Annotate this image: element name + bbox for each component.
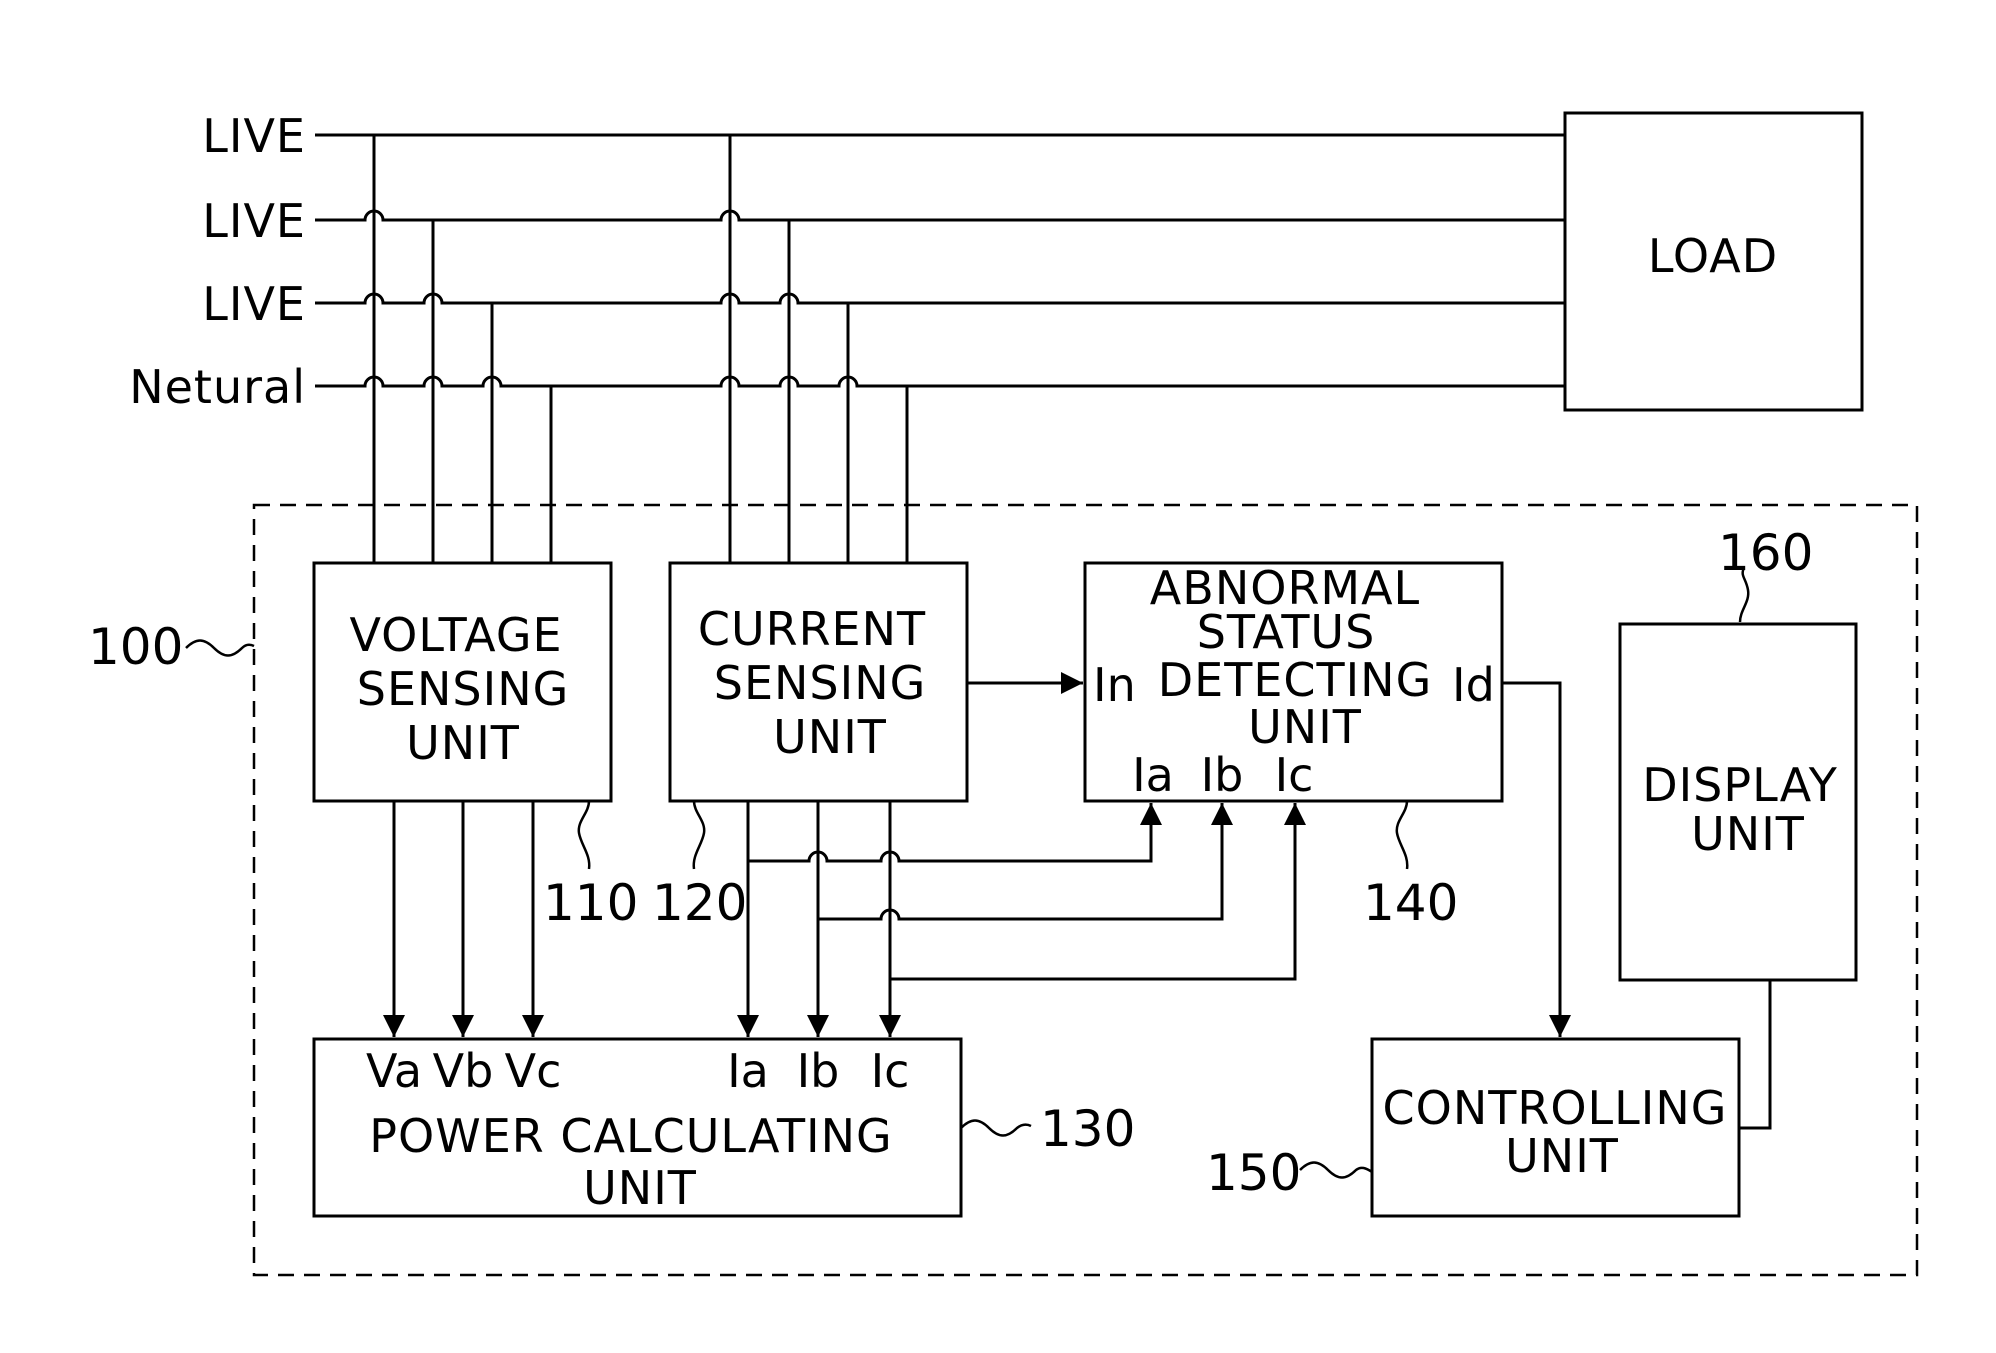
live-line-3 bbox=[315, 294, 1565, 303]
power-unit-line2: UNIT bbox=[583, 1161, 697, 1215]
power-ic-label: Ic bbox=[871, 1044, 910, 1098]
power-unit-line1: POWER CALCULATING bbox=[369, 1109, 892, 1163]
ref-160: 160 bbox=[1718, 524, 1813, 582]
ref-120: 120 bbox=[652, 874, 747, 932]
live-line-2 bbox=[315, 211, 1565, 220]
leader-140 bbox=[1397, 801, 1407, 869]
ia-branch bbox=[748, 803, 1151, 861]
abnormal-id-label: Id bbox=[1452, 658, 1495, 712]
load-label: LOAD bbox=[1648, 229, 1778, 283]
leader-130 bbox=[961, 1121, 1031, 1136]
power-va-label: Va bbox=[366, 1044, 422, 1098]
live-label-1: LIVE bbox=[202, 109, 306, 163]
leader-110 bbox=[579, 801, 589, 869]
abnormal-in-label: In bbox=[1093, 658, 1136, 712]
abnormal-unit-line3: DETECTING bbox=[1158, 653, 1433, 707]
ref-110: 110 bbox=[543, 874, 638, 932]
ref-130: 130 bbox=[1040, 1100, 1135, 1158]
leader-150 bbox=[1300, 1163, 1372, 1178]
leader-120 bbox=[694, 801, 704, 869]
current-unit-line3: UNIT bbox=[773, 710, 887, 764]
display-unit-line1: DISPLAY bbox=[1642, 758, 1838, 812]
neutral-label: Netural bbox=[129, 360, 306, 414]
abnormal-ia-label: Ia bbox=[1132, 748, 1174, 802]
live-label-2: LIVE bbox=[202, 194, 306, 248]
power-ia-label: Ia bbox=[727, 1044, 769, 1098]
abnormal-unit-line4: UNIT bbox=[1248, 700, 1362, 754]
power-vb-label: Vb bbox=[433, 1044, 494, 1098]
control-unit-line1: CONTROLLING bbox=[1383, 1081, 1728, 1135]
neutral-line bbox=[315, 377, 1565, 386]
leader-100 bbox=[186, 641, 254, 656]
ref-150: 150 bbox=[1206, 1144, 1301, 1202]
id-arrow bbox=[1502, 683, 1560, 1037]
control-unit-line2: UNIT bbox=[1505, 1129, 1619, 1183]
voltage-unit-line3: UNIT bbox=[406, 716, 520, 770]
ref-100: 100 bbox=[88, 618, 183, 676]
control-display-link bbox=[1739, 980, 1770, 1128]
display-unit-line2: UNIT bbox=[1691, 807, 1805, 861]
abnormal-unit-line2: STATUS bbox=[1197, 605, 1376, 659]
current-unit-line1: CURRENT bbox=[698, 602, 926, 656]
abnormal-ic-label: Ic bbox=[1275, 748, 1314, 802]
live-label-3: LIVE bbox=[202, 277, 306, 331]
voltage-unit-line2: SENSING bbox=[357, 662, 570, 716]
ic-branch bbox=[890, 803, 1295, 979]
power-ib-label: Ib bbox=[797, 1044, 840, 1098]
voltage-unit-line1: VOLTAGE bbox=[349, 608, 562, 662]
abnormal-ib-label: Ib bbox=[1201, 748, 1244, 802]
ref-140: 140 bbox=[1363, 874, 1458, 932]
current-unit-line2: SENSING bbox=[714, 656, 927, 710]
power-vc-label: Vc bbox=[505, 1044, 562, 1098]
